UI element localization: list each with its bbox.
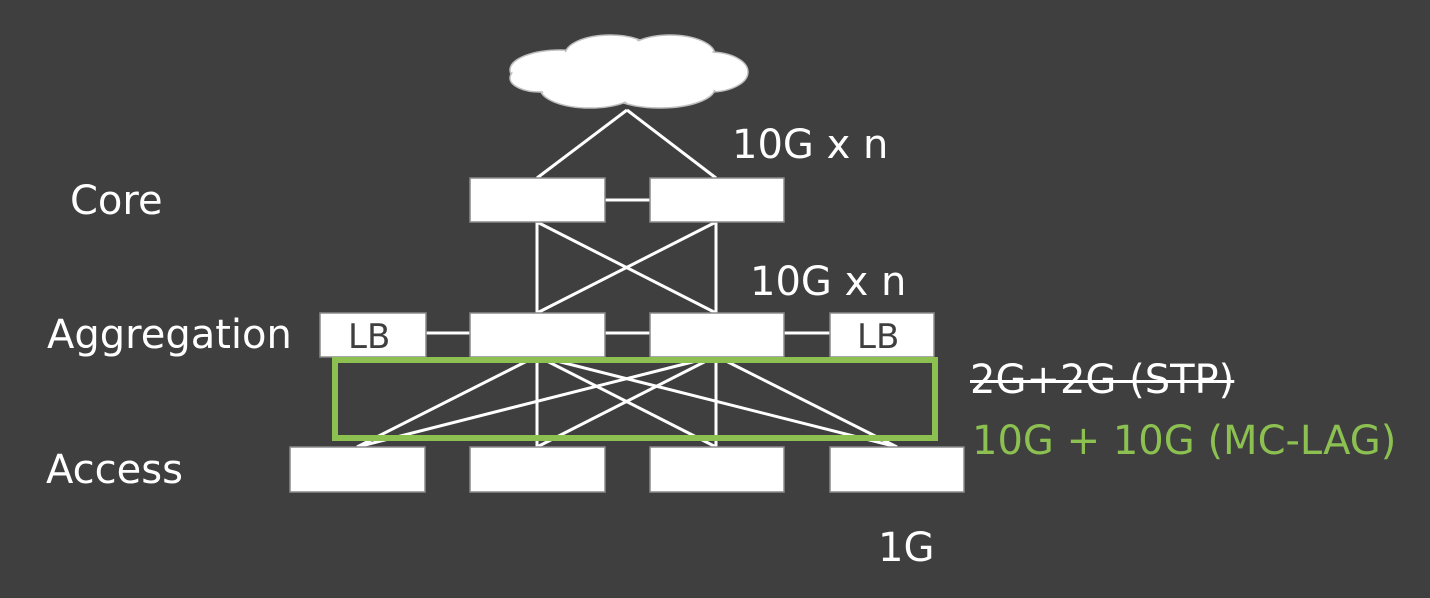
lb-right bbox=[829, 312, 935, 358]
lb-right-label: LB bbox=[857, 317, 900, 357]
speed-label-core-aggregation: 10G x n bbox=[750, 259, 907, 305]
access-switch-4 bbox=[829, 446, 965, 493]
tier-label-aggregation: Aggregation bbox=[47, 312, 292, 358]
access-switch-1 bbox=[289, 446, 426, 493]
mc-lag-highlight-box bbox=[332, 357, 938, 441]
links bbox=[356, 108, 898, 449]
link-agg2-access4 bbox=[715, 354, 898, 449]
link-core2-agg1 bbox=[536, 220, 717, 315]
tier-label-access: Access bbox=[46, 447, 183, 493]
link-internet-core-1 bbox=[536, 108, 628, 180]
speed-label-agg-access-old: 2G+2G (STP) bbox=[970, 357, 1235, 403]
agg-switch-1 bbox=[469, 312, 606, 358]
core-switch-2 bbox=[649, 177, 785, 223]
lb-left-label: LB bbox=[348, 317, 391, 357]
access-switch-2 bbox=[469, 446, 606, 493]
core-switch-1 bbox=[469, 177, 606, 223]
speed-label-access-hosts: 1G bbox=[878, 525, 935, 571]
access-switch-3 bbox=[649, 446, 785, 493]
tier-label-core: Core bbox=[70, 178, 163, 224]
cloud-icon bbox=[509, 34, 749, 109]
agg-switch-2 bbox=[649, 312, 785, 358]
lb-left bbox=[319, 312, 427, 358]
link-agg2-access2 bbox=[536, 354, 717, 449]
speed-label-internet-core: 10G x n bbox=[732, 122, 889, 168]
speed-label-agg-access-new: 10G + 10G (MC-LAG) bbox=[972, 418, 1397, 464]
link-agg1-access1 bbox=[356, 354, 538, 449]
link-internet-core-2 bbox=[626, 108, 717, 180]
link-agg2-access1 bbox=[356, 354, 717, 449]
